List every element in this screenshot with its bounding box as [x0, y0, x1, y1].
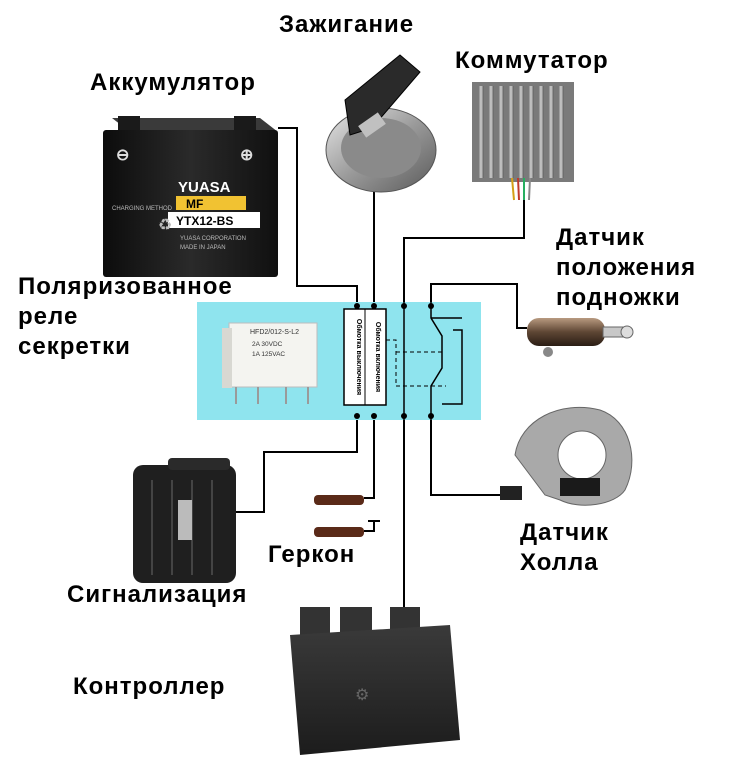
relay-panel: HFD2/012-S-L2 2A 30VDC 1A 125VAC Обмотка… [197, 302, 481, 420]
reed-switch-part-2 [314, 527, 364, 537]
relay-coil-off-label: Обмотка выключения [355, 319, 363, 395]
label-relay-line-3: секретки [18, 333, 131, 360]
label-hall-line-1: Датчик [520, 519, 609, 546]
hall-sensor-hole [557, 430, 607, 480]
wires [236, 127, 527, 612]
recycle-icon: ♻ [158, 217, 172, 234]
label-relay: Поляризованное реле секретки [18, 272, 233, 362]
reed-switch-part-1 [314, 495, 364, 505]
commutator-fins [478, 86, 564, 178]
relay-body [228, 322, 318, 388]
label-alarm: Сигнализация [67, 581, 248, 608]
hall-sensor-chip [560, 478, 600, 496]
sidestand-sensor [527, 318, 634, 357]
alarm-top [168, 458, 230, 470]
battery-type: MF [186, 197, 203, 211]
battery-model-box [168, 212, 260, 228]
label-ignition: Зажигание [279, 11, 415, 38]
label-controller: Контроллер [73, 673, 226, 700]
relay-link [386, 339, 446, 387]
label-relay-line-2: реле [18, 303, 79, 330]
alarm-label [178, 500, 192, 540]
ignition-key-shaft [358, 112, 386, 138]
battery-terminal-right [234, 116, 256, 132]
relay-rating-2: 1A 125VAC [252, 351, 285, 358]
commutator [472, 82, 574, 201]
battery: ⊖ ⊕ YUASA MF YTX12-BS CHARGING METHOD YU… [103, 116, 278, 277]
sidestand-sensor-bolt [543, 347, 553, 357]
battery-brand: YUASA [178, 179, 231, 196]
controller-connector-1 [300, 607, 330, 637]
label-relay-line-1: Поляризованное [18, 273, 233, 300]
ignition-face [341, 118, 421, 178]
relay-rating-1: 2A 30VDC [252, 341, 283, 348]
label-sidestand-line-2: положения [556, 254, 697, 281]
wire-hall [430, 420, 510, 496]
battery-text-3: MADE IN JAPAN [180, 245, 226, 251]
label-hall-sensor: Датчик Холла [520, 518, 609, 578]
battery-plus: ⊕ [240, 147, 253, 164]
battery-text-1: CHARGING METHOD [112, 206, 173, 212]
battery-mf-box [176, 196, 246, 210]
hall-sensor [500, 406, 633, 506]
ignition-key [344, 54, 421, 136]
commutator-wires [511, 177, 531, 201]
battery-minus: ⊖ [116, 147, 129, 164]
sidestand-sensor-body [527, 318, 605, 346]
alarm-unit [133, 458, 236, 583]
label-hall-line-2: Холла [520, 549, 599, 576]
battery-model: YTX12-BS [176, 214, 233, 228]
label-battery: Аккумулятор [90, 69, 256, 96]
relay-model: HFD2/012-S-L2 [250, 329, 299, 336]
wire-sidestand [430, 283, 527, 329]
label-sidestand-line-1: Датчик [556, 224, 645, 251]
battery-terminal-left [118, 116, 140, 132]
sidestand-sensor-tip [620, 325, 634, 339]
label-commutator: Коммутатор [455, 47, 609, 74]
controller-logo: ⚙ [355, 687, 369, 704]
label-sidestand-line-3: подножки [556, 284, 681, 311]
reed-switch [314, 495, 364, 537]
wire-reed-top [364, 420, 375, 499]
hall-sensor-connector [500, 486, 522, 500]
wire-commutator [403, 200, 525, 302]
battery-text-2: YUASA CORPORATION [180, 236, 246, 242]
relay-terminals [354, 303, 434, 419]
label-reed-switch: Геркон [268, 541, 356, 568]
label-sidestand-sensor: Датчик положения подножки [556, 223, 696, 313]
controller: ⚙ [290, 607, 460, 755]
relay-pins [235, 387, 309, 404]
relay-coil-on-label: Обмотка включения [374, 322, 382, 392]
ignition-switch [325, 54, 437, 193]
relay-body-side [222, 328, 232, 388]
wire-alarm [236, 420, 358, 513]
wire-reed-bottom [364, 521, 375, 532]
controller-body [290, 625, 460, 755]
wire-battery [278, 127, 358, 302]
